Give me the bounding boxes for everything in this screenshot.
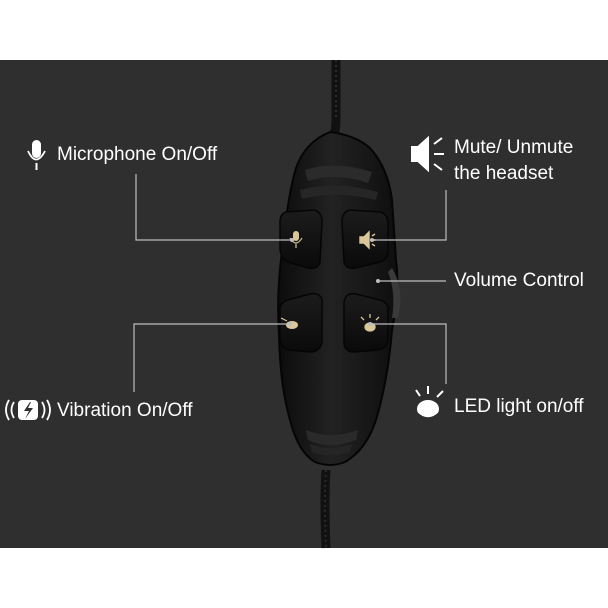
leader-led bbox=[370, 323, 447, 384]
vibration-icon bbox=[5, 399, 51, 421]
vibration-label: Vibration On/Off bbox=[57, 400, 193, 421]
leader-lines bbox=[133, 174, 447, 392]
vibration-button[interactable] bbox=[279, 292, 323, 353]
microphone-label: Microphone On/Off bbox=[57, 144, 218, 165]
led-label: LED light on/off bbox=[454, 396, 584, 417]
leader-mute bbox=[372, 190, 447, 241]
leader-vibration bbox=[133, 323, 290, 392]
mute-label-line1: Mute/ Unmute bbox=[454, 137, 574, 158]
button-led-icon bbox=[360, 314, 380, 332]
led-light-icon bbox=[415, 386, 444, 419]
led-button[interactable] bbox=[343, 292, 389, 353]
mute-label-line2: the headset bbox=[454, 163, 554, 184]
speaker-mute-icon bbox=[411, 135, 444, 173]
microphone-icon bbox=[27, 140, 46, 170]
leader-microphone bbox=[135, 174, 292, 241]
volume-label: Volume Control bbox=[454, 270, 584, 291]
